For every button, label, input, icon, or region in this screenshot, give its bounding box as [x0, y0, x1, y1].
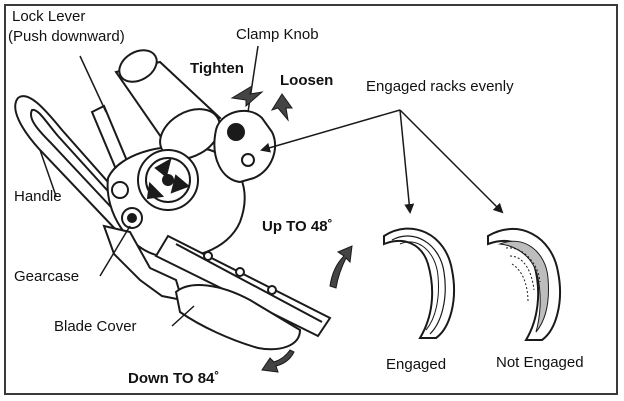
loosen-label: Loosen — [280, 72, 334, 89]
engaged-rack-shape — [383, 227, 456, 339]
leader-lines — [39, 45, 504, 327]
engaged-racks-label: Engaged racks evenly — [366, 78, 514, 95]
not-engaged-label: Not Engaged — [496, 354, 584, 371]
tighten-arrow-icon — [230, 84, 264, 108]
clamp-knob-label: Clamp Knob — [236, 26, 319, 43]
gearcase-label: Gearcase — [14, 268, 80, 285]
down-arrow-icon — [261, 349, 295, 373]
engaged-label: Engaged — [386, 356, 447, 373]
blade-cover-shape — [174, 284, 302, 351]
up-arrow-icon — [329, 245, 353, 289]
clamp-knob-shape — [213, 109, 277, 184]
tighten-label: Tighten — [190, 60, 244, 77]
handle-label: Handle — [14, 188, 62, 205]
down-to-label: Down TO 84˚ — [128, 370, 220, 387]
loosen-arrow-icon — [270, 93, 293, 122]
blade-cover-label: Blade Cover — [54, 318, 137, 335]
lock-lever-label: Lock Lever — [12, 8, 86, 25]
up-to-label: Up TO 48˚ — [262, 218, 333, 235]
figure-border — [4, 4, 618, 395]
lock-lever-note-label: (Push downward) — [8, 28, 125, 45]
gear-face-shape — [137, 149, 199, 211]
not-engaged-rack-shape — [487, 227, 562, 341]
blade-bar-shape — [154, 234, 332, 338]
